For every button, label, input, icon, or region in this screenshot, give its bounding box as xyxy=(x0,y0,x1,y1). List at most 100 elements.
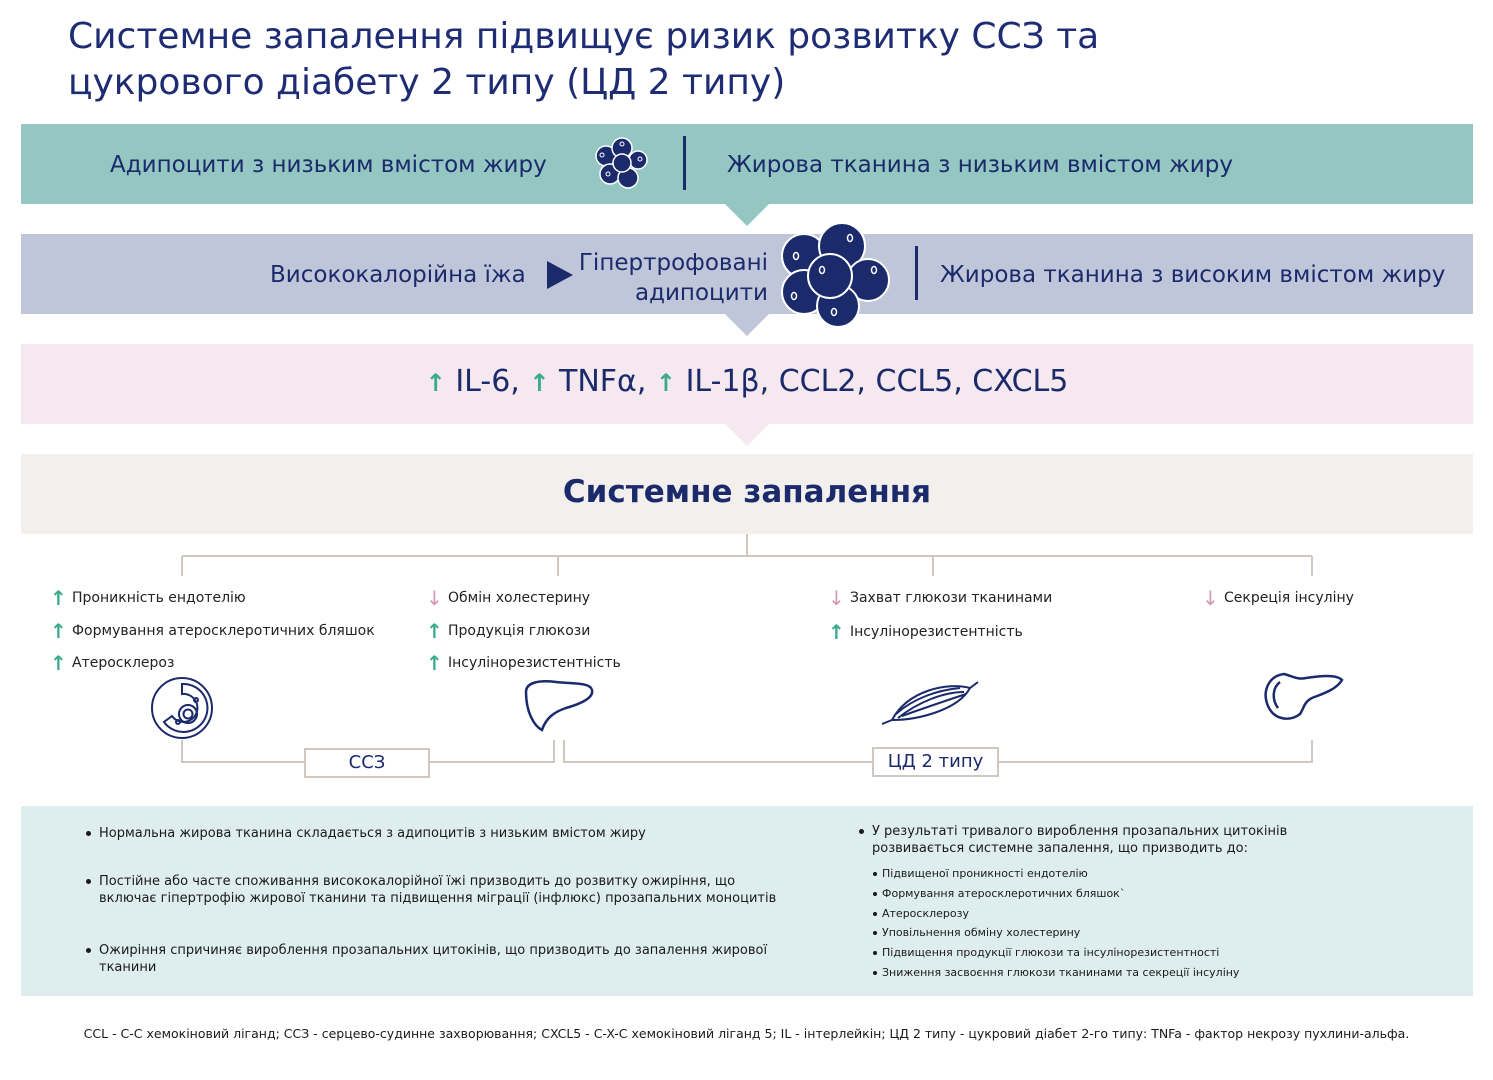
info-right-item: Уповільнення обміну холестерину xyxy=(873,923,1239,943)
up-arrow-icon: ↑ xyxy=(828,620,845,644)
cytokine-tnf: TNFα, xyxy=(559,364,647,399)
bullet-icon xyxy=(873,891,877,896)
info-right-intro: У результаті тривалого вироблення прозап… xyxy=(859,823,1287,857)
band-systemic-inflammation xyxy=(21,454,1473,534)
pancreas-icon xyxy=(1264,672,1344,720)
page-title: Системне запалення підвищує ризик розвит… xyxy=(68,14,1268,106)
cytokine-rest: IL-1β, CCL2, CCL5, CXCL5 xyxy=(685,364,1069,399)
bullet-icon xyxy=(873,970,877,975)
high-fat-tissue-label: Жирова тканина з високим вмістом жиру xyxy=(940,262,1446,288)
info-text: Уповільнення обміну холестерину xyxy=(882,926,1081,940)
effect-text: Захват глюкози тканинами xyxy=(850,590,1053,606)
info-text: У результаті тривалого вироблення прозап… xyxy=(872,824,1288,839)
effect-text: Формування атеросклеротичних бляшок xyxy=(72,623,375,639)
divider-2 xyxy=(915,246,918,300)
cytokine-il6: IL-6, xyxy=(455,364,520,399)
info-text: Постійне або часте споживання висококало… xyxy=(99,874,736,889)
outcome-cvd: ССЗ xyxy=(304,748,430,778)
title-line-2: цукрового діабету 2 типу (ЦД 2 типу) xyxy=(68,62,786,103)
effect-item: ↑ Інсулінорезистентність xyxy=(828,616,1052,648)
info-left-item: Ожиріння спричиняє вироблення прозапальн… xyxy=(86,942,767,976)
down-arrow-icon: ↓ xyxy=(426,586,443,610)
bullet-icon xyxy=(873,951,877,956)
effects-liver-column: ↓ Обмін холестерину ↑Продукція глюкози ↑ І… xyxy=(426,581,621,679)
high-calorie-food-label: Висококалорійна їжа xyxy=(270,262,526,288)
info-text: Атеросклерозу xyxy=(882,906,969,920)
muscle-icon xyxy=(881,681,979,725)
down-arrow-icon: ↓ xyxy=(828,586,845,610)
info-text: Формування атеросклеротичних бляшок` xyxy=(882,886,1126,900)
divider xyxy=(683,136,686,190)
effect-item: ↓ Секреція інсуліну xyxy=(1202,580,1354,616)
bullet-icon xyxy=(859,829,864,834)
up-arrow-icon: ↑ xyxy=(50,586,67,610)
cytokines-line: ↑ IL-6, ↑ TNFα, ↑ IL-1β, CCL2, CCL5, CXC… xyxy=(21,364,1473,399)
effect-text: Атеросклероз xyxy=(72,655,175,671)
info-right-item: Формування атеросклеротичних бляшок` xyxy=(873,884,1239,904)
footer-abbreviations: CCL - C-C хемокіновий ліганд; ССЗ - серц… xyxy=(83,1026,1410,1041)
bullet-icon xyxy=(86,879,91,884)
effect-item: ↑Продукція глюкози xyxy=(426,615,621,647)
info-left-item: Нормальна жирова тканина складається з а… xyxy=(86,825,646,842)
band3-notch xyxy=(725,424,769,446)
band1-notch xyxy=(725,204,769,226)
effect-text: Інсулінорезистентність xyxy=(850,624,1023,640)
info-text: тканини xyxy=(99,960,157,975)
effect-item: ↓ Захват глюкози тканинами xyxy=(828,580,1052,616)
hypertrophied-adipocytes-label: Гіпертрофовані адипоцити xyxy=(560,248,768,308)
effects-pancreas-column: ↓ Секреція інсуліну xyxy=(1202,580,1354,616)
info-text: розвивається системне запалення, що приз… xyxy=(872,841,1248,856)
hypertrophied-line-2: адипоцити xyxy=(634,280,768,306)
info-right-item: Атеросклерозу xyxy=(873,904,1239,924)
effect-item: ↓ Обмін холестерину xyxy=(426,581,621,615)
play-arrow-icon xyxy=(547,261,573,289)
info-text: Підвищеної проникності ендотелію xyxy=(882,867,1088,880)
down-arrow-icon: ↓ xyxy=(1202,586,1219,610)
bullet-icon xyxy=(86,948,91,953)
bullet-icon xyxy=(873,872,877,876)
blood-vessel-icon xyxy=(151,677,213,739)
large-adipocytes-icon xyxy=(781,222,890,328)
small-adipocytes-icon xyxy=(595,137,648,189)
bullet-icon xyxy=(873,931,877,936)
info-text: Нормальна жирова тканина складається з а… xyxy=(99,826,646,841)
title-line-1: Системне запалення підвищує ризик розвит… xyxy=(68,16,1100,57)
info-right-item: Зниження засвоєння глюкози тканинами та … xyxy=(873,963,1239,983)
hypertrophied-line-1: Гіпертрофовані xyxy=(578,250,768,276)
bullet-icon xyxy=(86,831,91,836)
info-box xyxy=(21,806,1473,996)
effect-item: ↑ Формування атеросклеротичних бляшок xyxy=(50,615,375,647)
effect-text: Інсулінорезистентність xyxy=(448,655,621,671)
effect-text: Продукція глюкози xyxy=(448,623,591,639)
up-arrow-icon: ↑ xyxy=(425,369,446,397)
low-fat-tissue-label: Жирова тканина з низьким вмістом жиру xyxy=(727,152,1233,178)
effects-cvd-column: ↑Проникність ендотелію ↑ Формування атеро… xyxy=(50,581,375,679)
info-left-item: Постійне або часте споживання висококало… xyxy=(86,873,776,907)
up-arrow-icon: ↑ xyxy=(426,651,443,675)
liver-icon xyxy=(524,680,594,732)
band-high-fat xyxy=(21,234,1473,314)
info-right-list: Підвищеної проникності ендотелію Формува… xyxy=(873,864,1239,983)
info-text: Ожиріння спричиняє вироблення прозапальн… xyxy=(99,943,768,958)
effect-text: Секреція інсуліну xyxy=(1224,590,1354,606)
effect-item: ↑ Інсулінорезистентність xyxy=(426,647,621,679)
outcome-t2d: ЦД 2 типу xyxy=(872,747,999,777)
band-cytokines xyxy=(21,344,1473,424)
info-text: Підвищення продукції глюкози та інсуліно… xyxy=(882,946,1220,960)
effect-item: ↑Проникність ендотелію xyxy=(50,581,375,615)
effect-text: Обмін холестерину xyxy=(448,590,591,606)
low-fat-adipocytes-label: Адипоцити з низьким вмістом жиру xyxy=(110,152,547,178)
up-arrow-icon: ↑ xyxy=(50,651,67,675)
info-right-item: Підвищення продукції глюкози та інсуліно… xyxy=(873,943,1239,963)
up-arrow-icon: ↑ xyxy=(655,369,677,397)
effects-muscle-column: ↓ Захват глюкози тканинами ↑ Інсулінорезис… xyxy=(828,580,1052,648)
bullet-icon xyxy=(873,911,877,916)
systemic-inflammation-label: Системне запалення xyxy=(562,474,932,510)
info-text: Зниження засвоєння глюкози тканинами та … xyxy=(882,965,1240,979)
info-right-item: Підвищеної проникності ендотелію xyxy=(873,864,1239,884)
effect-item: ↑ Атеросклероз xyxy=(50,647,375,679)
band2-notch xyxy=(725,314,769,336)
band-low-fat xyxy=(21,124,1473,204)
up-arrow-icon: ↑ xyxy=(50,619,67,643)
info-text: включає гіпертрофію жирової тканини та п… xyxy=(99,891,777,906)
